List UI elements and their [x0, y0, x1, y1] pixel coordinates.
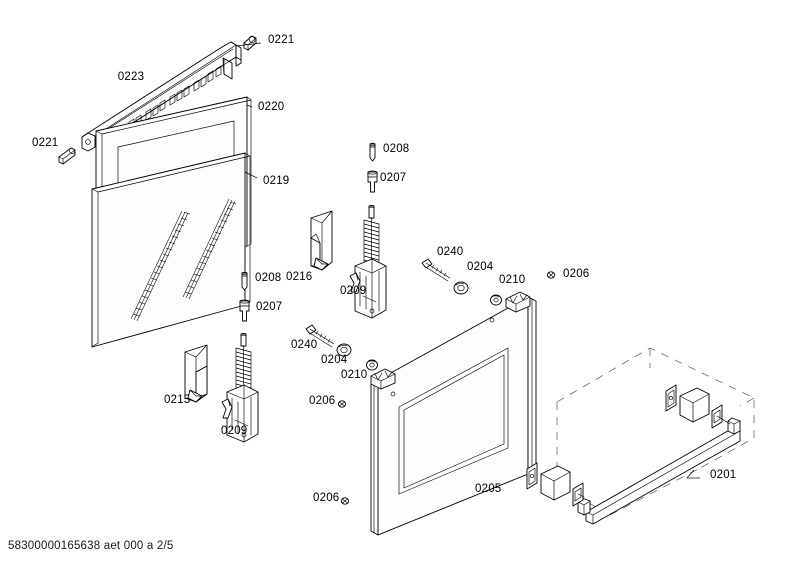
label-0209-left: 0209	[221, 425, 247, 437]
label-0219: 0219	[263, 175, 289, 187]
label-0208-lower: 0208	[255, 272, 281, 284]
drawing-footer-text: 58300000165638 aet 000 a 2/5	[8, 540, 174, 552]
label-0216: 0216	[286, 271, 312, 283]
part-0209-hinge-right	[349, 204, 387, 319]
label-0206-lower-left: 0206	[313, 492, 339, 504]
label-0220: 0220	[258, 101, 284, 113]
part-0208-pin-lower	[241, 271, 248, 291]
part-0204-washer-upper	[453, 281, 469, 295]
part-0206-screw-mid-left	[337, 400, 347, 408]
label-0240-upper: 0240	[437, 246, 463, 258]
label-0210-upper: 0210	[499, 274, 525, 286]
label-0204-lower: 0204	[321, 354, 348, 366]
label-0221-left: 0221	[32, 137, 58, 149]
label-0240-lower: 0240	[291, 339, 317, 351]
label-0215: 0215	[164, 394, 190, 406]
part-0221-pin-left	[58, 147, 76, 165]
part-0240-screw-upper	[421, 258, 451, 282]
part-0201-handle-bar	[526, 384, 741, 525]
part-0240-screw-lower	[305, 324, 335, 348]
part-0215-bracket-left	[184, 344, 208, 403]
label-0201: 0201	[710, 469, 736, 481]
label-0204-upper: 0204	[467, 261, 494, 273]
part-labels: 0221 0223 0220 0221 0219 0208 0207 0216 …	[32, 34, 736, 504]
part-0208-pin-upper	[369, 142, 376, 162]
part-0205-door-panel	[370, 291, 537, 536]
part-0223-control-panel-trim	[81, 41, 242, 152]
part-0210-washer-lower	[366, 359, 378, 371]
label-0210-lower: 0210	[341, 369, 367, 381]
label-0221-right: 0221	[268, 34, 294, 46]
label-0209-right: 0209	[340, 285, 366, 297]
part-0221-pin-right	[243, 35, 257, 51]
label-0206-mid-left: 0206	[309, 395, 335, 407]
part-0207-bushing-upper	[367, 170, 378, 193]
part-0207-bushing-lower	[239, 299, 250, 322]
label-0223: 0223	[118, 71, 144, 83]
label-0207-lower: 0207	[256, 301, 282, 313]
label-0205: 0205	[475, 483, 501, 495]
label-0206-upper-right: 0206	[563, 268, 589, 280]
part-0209-hinge-left	[221, 332, 259, 443]
part-0216-bracket-right	[310, 210, 333, 271]
part-0210-washer-upper	[490, 294, 502, 306]
part-0206-screw-upper-right	[546, 271, 556, 279]
part-0204-washer-lower	[336, 343, 352, 357]
leader-lines	[235, 42, 262, 179]
part-0206-screw-lower-left	[340, 497, 350, 505]
handle-assembly-region	[556, 347, 755, 516]
label-0208-upper: 0208	[383, 143, 409, 155]
label-0207-upper: 0207	[380, 172, 406, 184]
